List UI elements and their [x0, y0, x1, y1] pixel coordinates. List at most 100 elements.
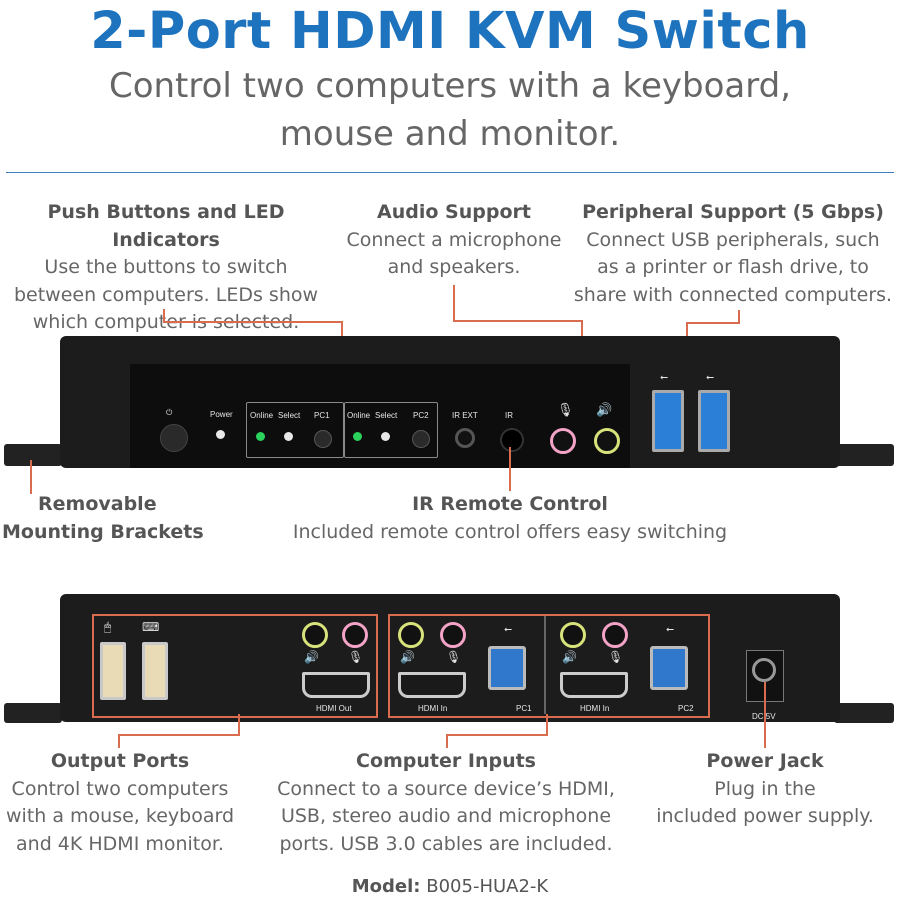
microphone-icon: 🎙: [557, 402, 574, 417]
output-ports-group: [92, 614, 378, 718]
callout-audio: Audio Support Connect a microphone and s…: [340, 199, 568, 282]
connector-line: [738, 310, 740, 324]
callout-output-ports: Output Ports Control two computers with …: [0, 748, 240, 858]
online-label: Online: [250, 411, 274, 420]
callout-text: as a printer or flash drive, to: [597, 256, 869, 278]
mounting-bracket-right: [834, 444, 894, 466]
callout-heading: Push Buttons and LED Indicators: [47, 201, 285, 251]
pc1-select-button[interactable]: [314, 430, 332, 448]
connector-line: [163, 309, 165, 323]
model-footer: Model: B005-HUA2-K: [0, 876, 900, 897]
speaker-icon: 🔊: [596, 402, 613, 417]
pc2-usb-b-port[interactable]: [650, 646, 688, 690]
pc1-label: PC1: [516, 704, 532, 713]
power-led-label: Power: [210, 410, 233, 419]
audio-out-jack[interactable]: [594, 428, 620, 454]
model-value: B005-HUA2-K: [426, 876, 549, 897]
speaker-icon: 🔊: [400, 650, 415, 664]
page-subtitle: Control two computers with a keyboard, m…: [0, 62, 900, 158]
pc2-audio-jack[interactable]: [560, 622, 586, 648]
connector-line: [163, 321, 343, 323]
callout-text: Connect a microphone: [346, 228, 562, 251]
power-button[interactable]: [160, 424, 188, 452]
model-label: Model:: [351, 876, 421, 897]
pc2-mic-jack[interactable]: [602, 622, 628, 648]
pc2-select-button[interactable]: [412, 430, 430, 448]
callout-text: between computers. LEDs show: [13, 283, 319, 306]
callout-heading: Power Jack: [706, 750, 824, 772]
computer-inputs-group: [388, 614, 710, 718]
front-usb3-port-2[interactable]: [698, 390, 730, 452]
keyboard-usb-port[interactable]: [142, 642, 168, 700]
speaker-icon: 🔊: [304, 650, 319, 664]
online-label: Online: [347, 411, 371, 420]
callout-push-buttons: Push Buttons and LED Indicators Use the …: [0, 199, 332, 337]
pc2-hdmi-in-port[interactable]: [560, 672, 628, 698]
pc1-label: PC1: [314, 411, 330, 420]
connector-line: [509, 447, 511, 491]
callout-text: Connect to a source device’s HDMI,: [277, 777, 615, 800]
callout-text: Connect USB peripherals, such: [586, 228, 880, 251]
callout-text: included power supply.: [656, 805, 874, 827]
front-panel: [130, 364, 630, 468]
microphone-icon: 🎙: [608, 650, 624, 664]
connector-line: [546, 714, 548, 736]
callout-text: and 4K HDMI monitor.: [16, 832, 224, 855]
pc2-online-led: [353, 432, 362, 441]
hdmi-out-port[interactable]: [302, 672, 370, 698]
pc1-mic-jack[interactable]: [440, 622, 466, 648]
audio-out-jack[interactable]: [302, 622, 328, 648]
connector-line: [686, 322, 740, 324]
pc2-select-led: [381, 432, 390, 441]
connector-line: [453, 320, 583, 322]
callout-brackets: Removable Mounting Brackets: [2, 491, 232, 546]
callout-heading: Audio Support: [377, 201, 531, 223]
callout-power-jack: Power Jack Plug in the included power su…: [640, 748, 890, 831]
power-led: [216, 430, 225, 439]
subtitle-line-1: Control two computers with a keyboard,: [108, 66, 792, 106]
callout-text: with a mouse, keyboard: [6, 805, 234, 827]
hdmi-in-label: HDMI In: [580, 704, 610, 713]
usb-icon: ⭠: [706, 372, 714, 383]
connector-line: [446, 734, 548, 736]
hdmi-in-label: HDMI In: [418, 704, 448, 713]
header-divider: [6, 172, 894, 173]
speaker-icon: 🔊: [562, 650, 577, 664]
pc1-hdmi-in-port[interactable]: [398, 672, 466, 698]
subtitle-line-2: mouse and monitor.: [279, 114, 621, 154]
mic-jack[interactable]: [550, 428, 576, 454]
dc-label: DC 5V: [752, 712, 776, 721]
mounting-bracket-left: [4, 444, 62, 466]
pc1-usb-b-port[interactable]: [488, 646, 526, 690]
callout-text: and speakers.: [387, 256, 521, 278]
front-usb3-port-1[interactable]: [652, 390, 684, 452]
ir-label: IR: [505, 411, 513, 420]
pc1-online-led: [256, 432, 265, 441]
mic-jack[interactable]: [342, 622, 368, 648]
callout-computer-inputs: Computer Inputs Connect to a source devi…: [266, 748, 626, 858]
ir-ext-label: IR EXT: [452, 411, 478, 420]
hdmi-out-label: HDMI Out: [316, 704, 352, 713]
mouse-icon: 🖱: [104, 620, 112, 634]
callout-text: USB, stereo audio and microphone: [280, 805, 612, 827]
power-symbol-icon: ⏻: [166, 408, 173, 417]
select-label: Select: [278, 411, 301, 420]
usb-icon: ⭠: [666, 624, 674, 635]
callout-heading: IR Remote Control: [412, 493, 608, 515]
connector-line: [238, 714, 240, 736]
page-title: 2-Port HDMI KVM Switch: [90, 2, 810, 61]
mounting-bracket-left: [4, 703, 62, 723]
connector-line: [764, 682, 766, 748]
power-jack[interactable]: [752, 658, 776, 682]
pc1-select-led: [284, 432, 293, 441]
microphone-icon: 🎙: [348, 650, 364, 664]
ir-ext-jack: [455, 428, 475, 448]
connector-line: [446, 734, 448, 748]
connector-line: [118, 734, 120, 748]
callout-heading: Computer Inputs: [356, 750, 536, 772]
callout-text: ports. USB 3.0 cables are included.: [279, 832, 613, 855]
pc1-audio-jack[interactable]: [398, 622, 424, 648]
mouse-usb-port[interactable]: [100, 642, 126, 700]
connector-line: [30, 460, 32, 494]
callout-heading: Mounting Brackets: [2, 520, 204, 543]
